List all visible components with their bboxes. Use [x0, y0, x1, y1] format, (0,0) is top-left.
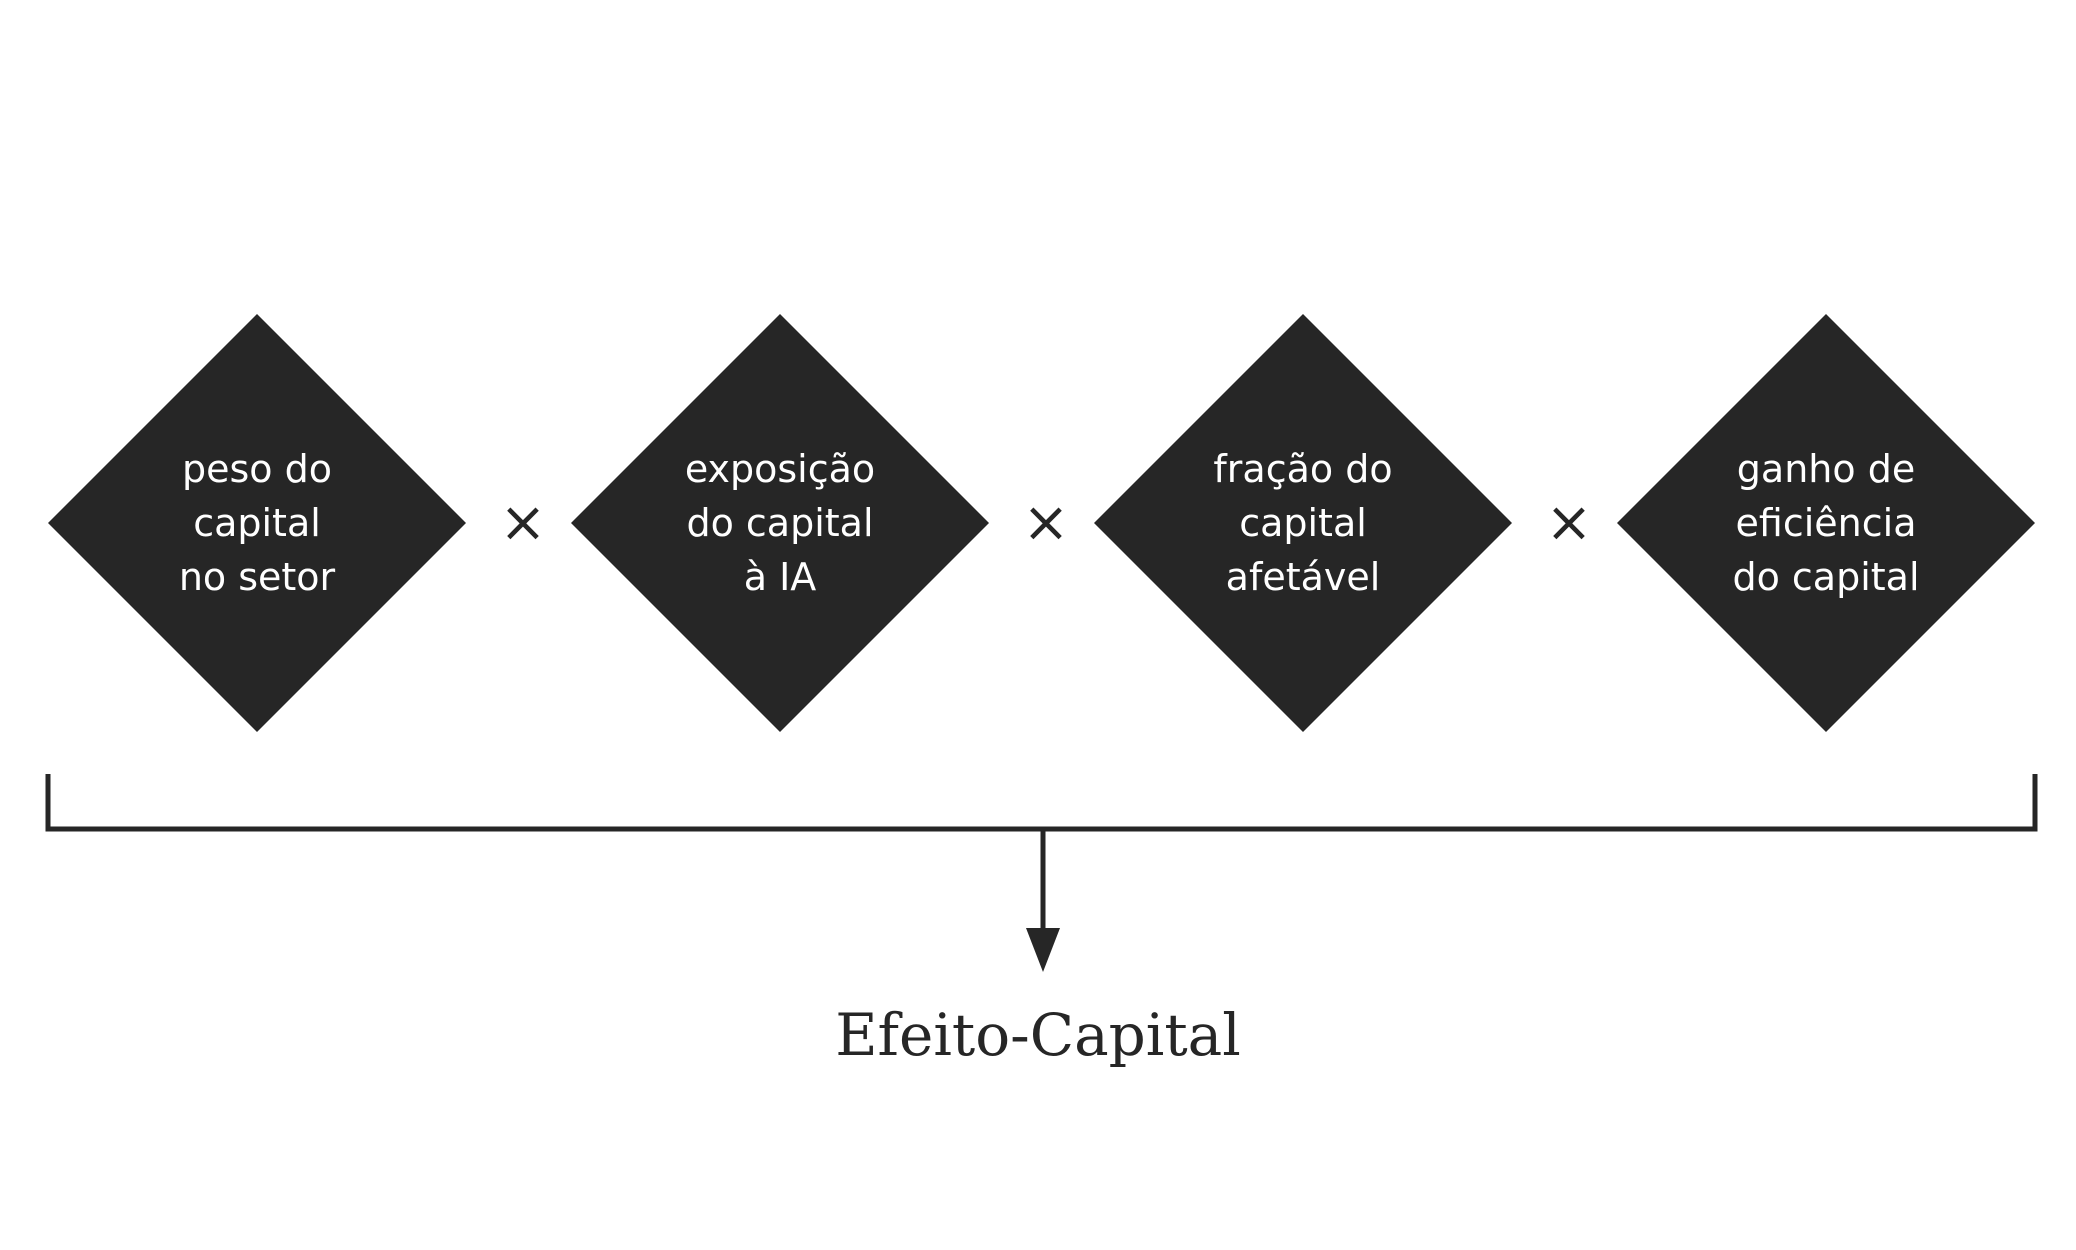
node-label-line: eficiência: [1735, 501, 1917, 545]
node-label-line: peso do: [182, 447, 332, 491]
node-label-line: fração do: [1213, 447, 1393, 491]
multiply-operator-3: ×: [1545, 490, 1593, 555]
node-label-line: do capital: [686, 501, 874, 545]
node-label-line: capital: [1239, 501, 1367, 545]
node-label-peso-do-capital: peso do capital no setor: [127, 433, 387, 613]
node-label-ganho: ganho de eficiência do capital: [1696, 433, 1956, 613]
node-label-line: exposição: [684, 447, 876, 491]
node-diamond-2: [571, 314, 989, 732]
result-label: Efeito-Capital: [835, 1001, 1241, 1069]
node-label-fracao: fração do capital afetável: [1173, 433, 1433, 613]
result-arrow-head: [1026, 928, 1060, 972]
node-diamond-4: [1617, 314, 2035, 732]
node-diamond-1: [48, 314, 466, 732]
node-label-line: do capital: [1732, 555, 1920, 599]
node-diamond-3: [1094, 314, 1512, 732]
node-label-exposicao: exposição do capital à IA: [650, 433, 910, 613]
node-label-line: no setor: [178, 555, 336, 599]
multiply-operator-1: ×: [499, 490, 547, 555]
multiply-operator-2: ×: [1022, 490, 1070, 555]
node-label-line: capital: [193, 501, 321, 545]
node-label-line: à IA: [743, 555, 817, 599]
node-label-line: afetável: [1225, 555, 1381, 599]
summation-bracket: [45, 774, 2038, 832]
node-label-line: ganho de: [1736, 447, 1916, 491]
